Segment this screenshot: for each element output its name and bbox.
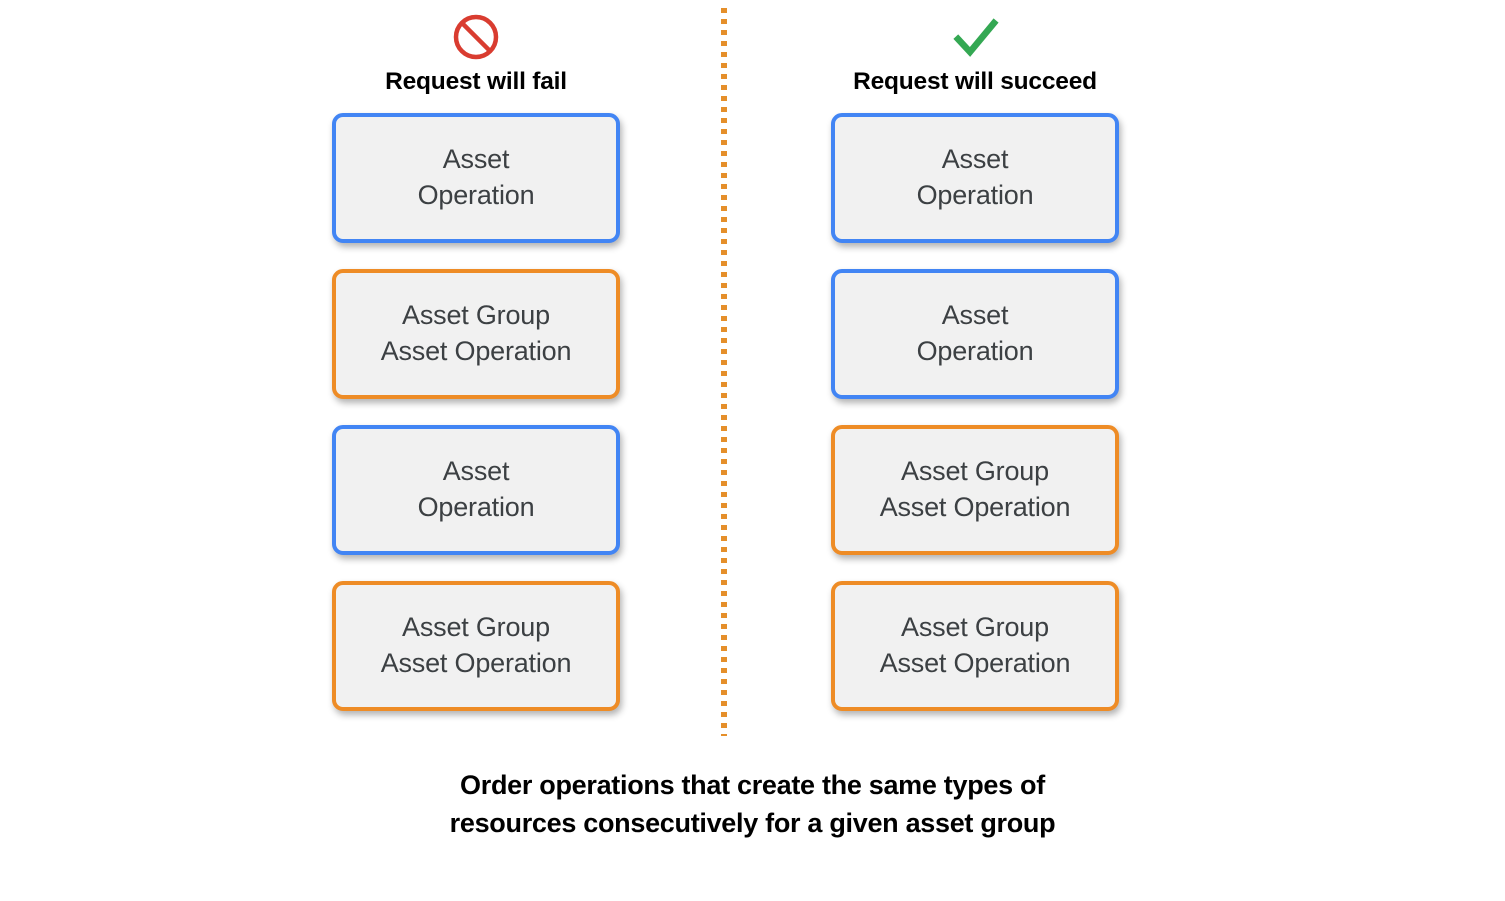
box-stack-succeed: Asset Operation Asset Operation Asset Gr…	[831, 113, 1119, 737]
box-asset-operation[interactable]: Asset Operation	[831, 269, 1119, 399]
column-header-succeed: Request will succeed	[810, 12, 1140, 96]
column-title-fail: Request will fail	[385, 68, 567, 95]
box-asset-operation[interactable]: Asset Operation	[332, 113, 620, 243]
column-header-fail: Request will fail	[311, 12, 641, 96]
checkmark-icon	[953, 18, 999, 57]
box-label: Asset Group Asset Operation	[879, 612, 1071, 678]
box-label: Asset Group Asset Operation	[879, 456, 1071, 522]
prohibition-icon	[453, 14, 499, 60]
column-title-succeed: Request will succeed	[853, 68, 1097, 95]
box-label: Asset Operation	[417, 456, 535, 522]
box-label: Asset Group Asset Operation	[380, 300, 572, 366]
box-asset-group-asset-operation[interactable]: Asset Group Asset Operation	[831, 581, 1119, 711]
diagram-caption: Order operations that create the same ty…	[449, 770, 1056, 839]
box-asset-group-asset-operation[interactable]: Asset Group Asset Operation	[332, 581, 620, 711]
box-asset-operation[interactable]: Asset Operation	[831, 113, 1119, 243]
box-asset-group-asset-operation[interactable]: Asset Group Asset Operation	[332, 269, 620, 399]
box-label: Asset Group Asset Operation	[380, 612, 572, 678]
box-asset-operation[interactable]: Asset Operation	[332, 425, 620, 555]
box-label: Asset Operation	[916, 300, 1034, 366]
vertical-dotted-divider	[721, 8, 727, 736]
box-label: Asset Operation	[916, 144, 1034, 210]
box-asset-group-asset-operation[interactable]: Asset Group Asset Operation	[831, 425, 1119, 555]
box-stack-fail: Asset Operation Asset Group Asset Operat…	[332, 113, 620, 737]
box-label: Asset Operation	[417, 144, 535, 210]
